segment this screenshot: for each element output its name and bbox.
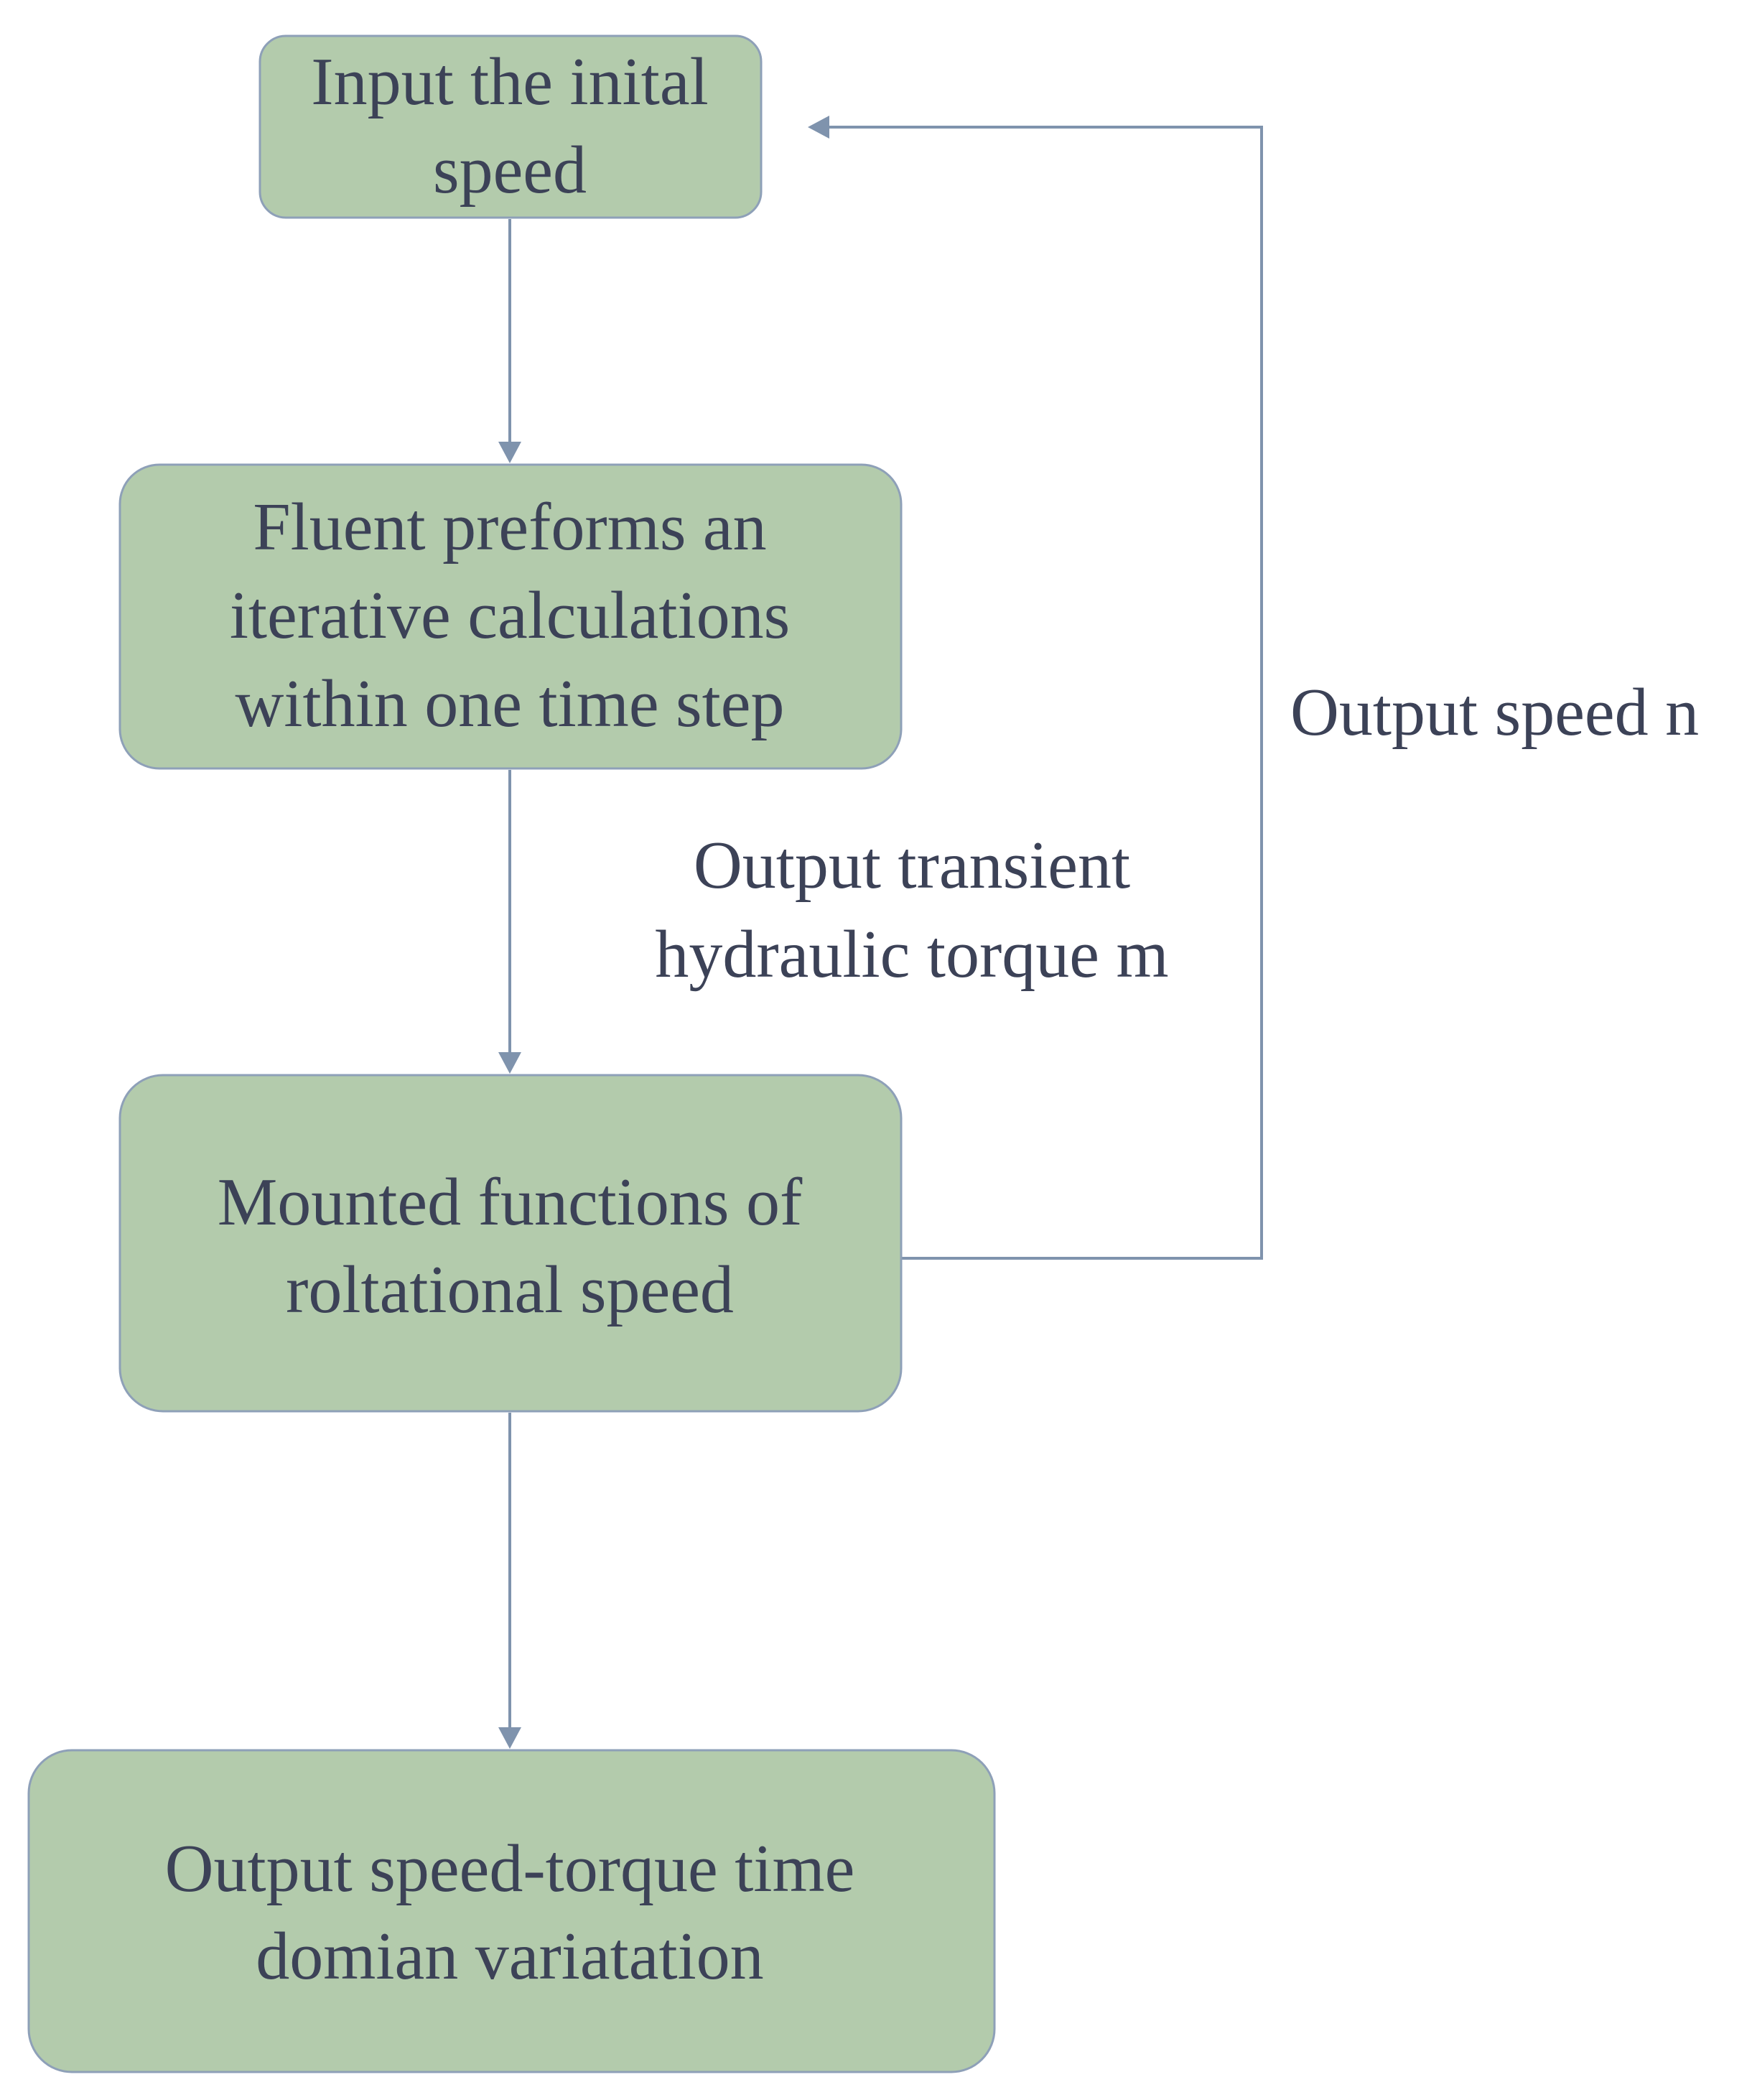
node-output-variation-line-2: domian variatation — [256, 1919, 763, 1994]
arrowhead-mounted — [498, 1052, 521, 1074]
label-transient-torque-line-1: Output transient — [694, 828, 1130, 903]
arrowhead-feedback — [808, 116, 829, 139]
node-fluent-calc-line-3: within one time step — [236, 666, 785, 741]
node-mounted-functions-line-2: roltational speed — [286, 1253, 734, 1327]
node-mounted-functions: Mounted functions of roltational speed — [118, 1074, 903, 1413]
node-input-speed-line-1: Input the inital — [311, 45, 708, 119]
node-fluent-calc: Fluent preforms an iterative calculation… — [118, 463, 903, 770]
node-output-variation-line-1: Output speed-torque time — [165, 1831, 855, 1906]
edge-feedback-loop — [826, 126, 1263, 1260]
label-transient-torque: Output transient hydraulic torque m — [655, 828, 1168, 992]
node-input-speed: Input the inital speed — [258, 34, 763, 219]
label-transient-torque-line-2: hydraulic torque m — [655, 917, 1168, 992]
node-fluent-calc-line-1: Fluent preforms an — [253, 490, 766, 565]
node-mounted-functions-line-1: Mounted functions of — [218, 1165, 803, 1240]
arrowhead-fluent — [498, 442, 521, 463]
arrowhead-output — [498, 1727, 521, 1749]
label-output-speed: Output speed n — [1290, 675, 1699, 750]
node-input-speed-line-2: speed — [433, 133, 587, 208]
node-output-variation: Output speed-torque time domian variatat… — [27, 1749, 996, 2073]
node-fluent-calc-line-2: iterative calculations — [230, 578, 790, 653]
